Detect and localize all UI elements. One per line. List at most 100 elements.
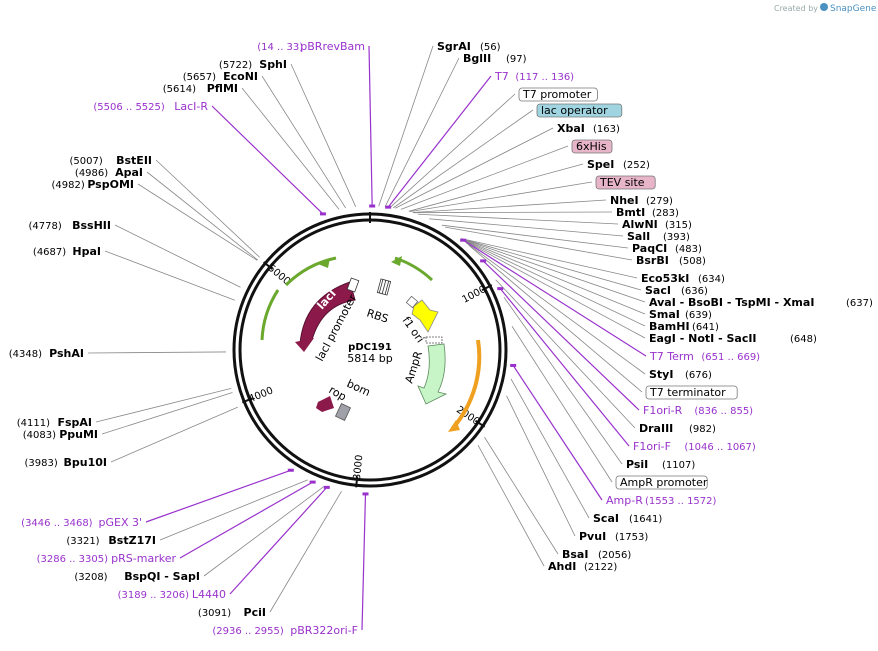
label-name: F1ori-R xyxy=(643,404,683,417)
feature-box-label: T7 terminator xyxy=(649,386,726,399)
label-name: BstEII xyxy=(116,154,152,167)
label-position: (117 .. 136) xyxy=(515,72,574,83)
label-name: BspQI - SapI xyxy=(124,570,200,583)
enzyme-label: Eco53kI (634) xyxy=(641,272,725,285)
enzyme-label: BglII(97) xyxy=(463,52,527,65)
leader-line xyxy=(413,211,613,214)
label-position: (636) xyxy=(681,286,708,297)
label-position: (2122) xyxy=(584,562,617,573)
label-position: (5657) xyxy=(183,72,216,83)
label-position: (1641) xyxy=(629,514,662,525)
primer-site-mark xyxy=(369,204,376,208)
label-name: BglII xyxy=(463,52,491,65)
label-position: (4111) xyxy=(17,418,50,429)
label-position: (1553 .. 1572) xyxy=(645,496,717,507)
label-position: (634) xyxy=(698,274,725,285)
label-position: (483) xyxy=(675,244,702,255)
leader-line xyxy=(462,239,646,339)
enzyme-label: BssHII(4778) xyxy=(29,219,111,232)
label-position: (3189 .. 3206) xyxy=(118,590,190,601)
enzyme-label: BstEII(5007) xyxy=(70,154,152,167)
enzyme-label: SacI (636) xyxy=(645,284,708,297)
leader-line xyxy=(179,481,313,559)
enzyme-label: EcoNI(5657) xyxy=(183,70,258,83)
enzyme-label: PsiI(1107) xyxy=(626,458,695,471)
leader-line xyxy=(477,445,545,567)
label-name: BsrBI xyxy=(636,254,669,267)
label-name: SpeI xyxy=(587,158,614,171)
leader-line xyxy=(482,260,640,411)
enzyme-label: PpuMI(4083) xyxy=(23,428,98,441)
leader-line xyxy=(409,181,593,213)
leader-line xyxy=(145,469,291,523)
enzyme-label: SgrAI(56) xyxy=(437,40,501,53)
leader-line xyxy=(412,199,607,213)
feature-box xyxy=(536,103,623,118)
enzyme-label: BmtI(283) xyxy=(616,206,679,219)
primer-label: pBRrevBam(14 .. 33) xyxy=(257,40,365,53)
enzyme-label: StyI(676) xyxy=(649,368,712,381)
ampr-promoter-block xyxy=(425,336,443,344)
label-position: (637) xyxy=(846,298,873,309)
leader-line xyxy=(512,365,603,501)
primer-label: pRS-marker(3286 .. 3305) xyxy=(37,552,177,565)
label-name: EagI - NotI - SacII xyxy=(649,332,757,345)
label-position: (3208) xyxy=(74,572,107,583)
primer-site-mark xyxy=(510,363,517,367)
feature-label: 6xHis xyxy=(571,139,613,154)
label-position: (508) xyxy=(679,256,706,267)
primer-site-mark xyxy=(309,480,316,484)
label-name: BamHI xyxy=(649,320,690,333)
primer-label: pGEX 3'(3446 .. 3468) xyxy=(21,516,142,529)
label-name: Eco53kI xyxy=(641,272,689,285)
bom-block xyxy=(334,403,352,421)
label-name: XbaI xyxy=(557,122,585,135)
label-position: (14 .. 33) xyxy=(257,42,303,53)
label-name: SalI xyxy=(627,230,650,243)
rbs-label: RBS xyxy=(365,306,390,325)
primer-label: L4440(3189 .. 3206) xyxy=(118,588,226,601)
leader-line xyxy=(361,493,367,631)
leader-line xyxy=(510,378,590,519)
enzyme-label: PspOMI(4982) xyxy=(52,178,134,191)
leader-line xyxy=(506,395,576,537)
label-position: (648) xyxy=(790,334,817,345)
label-position: (4986) xyxy=(75,168,108,179)
label-name: AhdI xyxy=(548,560,576,573)
feature-label: T7 terminator xyxy=(645,385,738,400)
primer-label: LacI-R(5506 .. 5525) xyxy=(93,100,208,113)
label-position: (393) xyxy=(663,232,690,243)
snapgene-logo-icon xyxy=(820,3,828,11)
label-name: SacI xyxy=(645,284,671,297)
primer-site-mark xyxy=(385,205,392,209)
label-name: PspOMI xyxy=(87,178,134,191)
leader-line xyxy=(211,105,324,215)
leader-line xyxy=(155,159,261,258)
enzyme-label: BamHI(641) xyxy=(649,320,719,333)
label-name: SphI xyxy=(259,58,287,71)
left-labels: pBRrevBam(14 .. 33)SphI(5722)EcoNI(5657)… xyxy=(9,40,365,637)
feature-box-label: AmpR promoter xyxy=(620,476,708,489)
leader-line xyxy=(393,109,534,209)
enzyme-label: DraIII(982) xyxy=(639,422,716,435)
enzyme-label: BspQI - SapI (3208) xyxy=(74,570,200,583)
leader-line xyxy=(484,437,559,555)
tick-mark xyxy=(474,419,486,428)
laci-promoter-block xyxy=(346,277,360,293)
leader-line xyxy=(229,486,328,595)
label-name: T7 xyxy=(494,70,509,83)
label-name: BsaI xyxy=(562,548,588,561)
leader-line xyxy=(503,297,623,465)
leader-line xyxy=(418,213,619,225)
leader-line xyxy=(389,93,516,208)
primer-label: F1ori-R(836 .. 855) xyxy=(643,404,753,417)
leader-line xyxy=(95,387,232,423)
leader-line xyxy=(441,224,629,249)
label-name: PvuI xyxy=(579,530,606,543)
enzyme-label: HpaI(4687) xyxy=(33,245,101,258)
primer-site-mark xyxy=(497,287,504,291)
leader-line xyxy=(387,75,492,208)
feature-box xyxy=(518,87,598,102)
leader-lines xyxy=(87,45,647,631)
